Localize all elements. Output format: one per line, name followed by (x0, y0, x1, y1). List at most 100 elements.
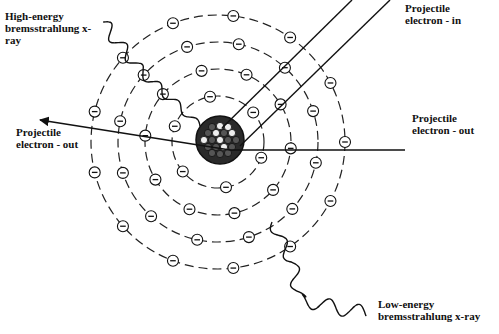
electron-minus (170, 23, 176, 24)
electron-circle (228, 263, 239, 274)
electron-minus (141, 74, 147, 75)
electron-circle (220, 182, 231, 193)
electron-circle (256, 152, 267, 163)
nucleon (224, 136, 231, 143)
electron-minus (328, 82, 334, 83)
electron-minus (290, 208, 296, 209)
electron-minus (153, 179, 159, 180)
electron (340, 137, 351, 148)
nucleon (216, 122, 223, 129)
electron-minus (244, 74, 250, 75)
electron-circle (150, 174, 161, 185)
electron-minus (117, 121, 123, 122)
electron-circle (192, 234, 203, 245)
electron-shell (172, 96, 264, 188)
electron-circle (205, 91, 216, 102)
electron-circle (325, 77, 336, 88)
electron-circle (310, 157, 321, 168)
electron-circle (340, 137, 351, 148)
electron (256, 152, 267, 163)
electron (243, 232, 254, 243)
photon-wave (103, 22, 200, 126)
electron (117, 167, 128, 178)
electron-circle (167, 18, 178, 29)
electron-circle (229, 208, 240, 219)
electron (89, 106, 100, 117)
electron-circle (184, 204, 195, 215)
electron (150, 174, 161, 185)
electron (184, 204, 195, 215)
electron (285, 143, 296, 154)
electron-minus (231, 267, 237, 268)
electron (228, 10, 239, 21)
electron (177, 166, 188, 177)
electron (268, 184, 279, 195)
electron-minus (180, 171, 186, 172)
electron-minus (223, 187, 229, 188)
electron-minus (288, 148, 294, 149)
electron-minus (148, 216, 154, 217)
electron (248, 107, 259, 118)
electron-circle (279, 62, 290, 73)
electron-circle (146, 211, 157, 222)
projectile-path (222, 0, 352, 128)
label-text: High-energy bremsstrahlung x-ray (5, 10, 97, 46)
electron-shell (91, 15, 345, 269)
electron (325, 77, 336, 88)
electron (241, 69, 252, 80)
electron-circle (167, 255, 178, 266)
electron (275, 99, 286, 110)
electron-shell (145, 69, 291, 215)
electron-minus (207, 96, 213, 97)
electron-circle (287, 203, 298, 214)
electron (196, 65, 207, 76)
electron (229, 208, 240, 219)
electron-circle (325, 196, 336, 207)
electron-minus (232, 212, 238, 213)
electron-circle (285, 32, 296, 43)
electron (220, 182, 231, 193)
electron-circle (117, 167, 128, 178)
electron-circle (177, 166, 188, 177)
electron-circle (275, 99, 286, 110)
electron-minus (313, 162, 319, 163)
electron-minus (287, 37, 293, 38)
electron-minus (250, 112, 256, 113)
electron-circle (117, 221, 128, 232)
electron-minus (246, 236, 252, 237)
electron-circle (182, 41, 193, 52)
electron-circle (268, 184, 279, 195)
electron (167, 255, 178, 266)
electron (228, 263, 239, 274)
electron (169, 121, 180, 132)
electron-minus (187, 209, 193, 210)
electron-circle (243, 232, 254, 243)
electron-minus (270, 189, 276, 190)
electron (279, 62, 290, 73)
electron-minus (287, 246, 293, 247)
electron-circle (241, 69, 252, 80)
electron-minus (184, 46, 190, 47)
electron (115, 116, 126, 127)
electron (285, 32, 296, 43)
electron-minus (342, 141, 348, 142)
nucleon (208, 149, 215, 156)
projectile-out-path (40, 120, 405, 150)
nucleon (216, 136, 223, 143)
electron-circle (308, 106, 319, 117)
electron-circle (169, 121, 180, 132)
nucleon (216, 150, 223, 157)
electron (167, 18, 178, 29)
electron-minus (236, 44, 242, 45)
label-text: Projectile electron - out (412, 112, 496, 136)
electron-circle (285, 143, 296, 154)
nucleus (196, 116, 244, 164)
electron-minus (231, 15, 237, 16)
electron-circle (115, 116, 126, 127)
electron-shell (118, 42, 318, 242)
electron-circle (89, 106, 100, 117)
label-text: Projectile electron - in (405, 2, 485, 26)
electron (325, 196, 336, 207)
